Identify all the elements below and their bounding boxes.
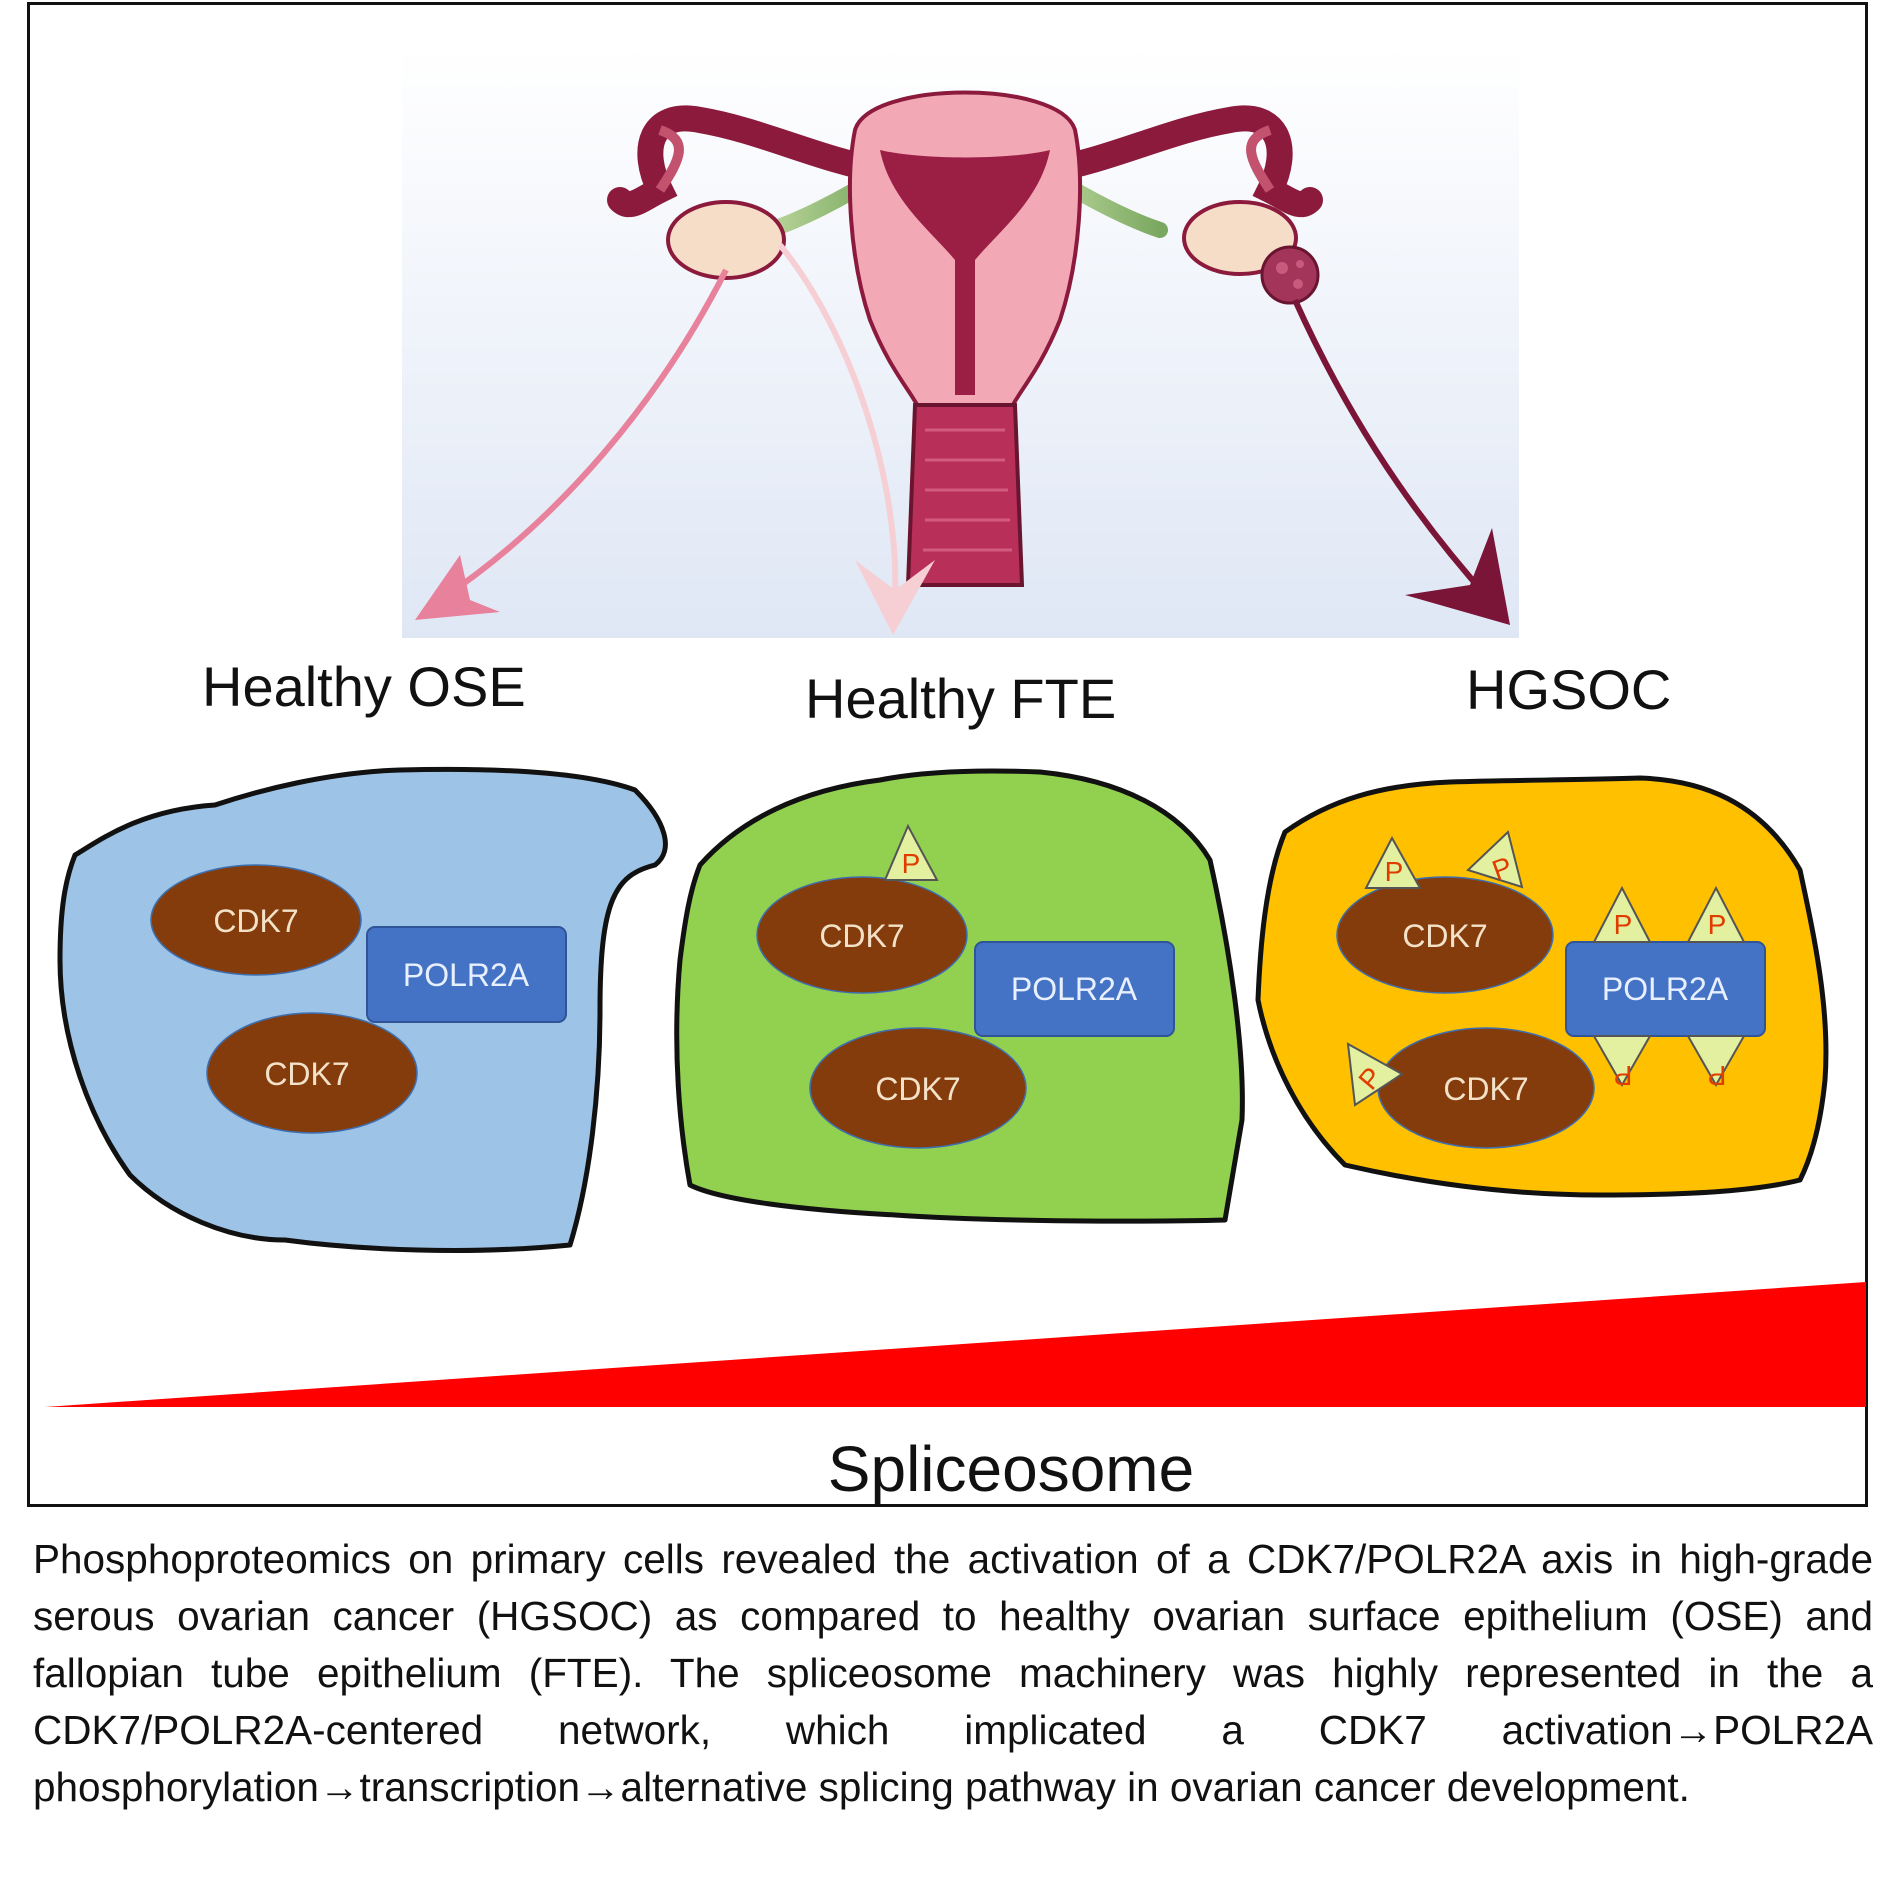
cdk7-ose-bottom bbox=[206, 1012, 418, 1134]
phospho-triangle bbox=[1686, 885, 1746, 943]
ovarian-tumor bbox=[1260, 245, 1320, 305]
label-spliceosome: Spliceosome bbox=[828, 1433, 1194, 1505]
phospho-hgsoc-polr2a-bottom-2: P bbox=[1686, 1035, 1746, 1091]
cervix-texture bbox=[923, 428, 1012, 552]
phospho-triangle bbox=[1346, 1042, 1404, 1107]
phospho-label: P bbox=[1708, 909, 1727, 940]
figure-frame bbox=[27, 2, 1868, 1507]
arrow-ose-head bbox=[415, 555, 500, 620]
cdk7-hgsoc-bottom-label: CDK7 bbox=[1443, 1071, 1528, 1107]
polr2a-ose bbox=[366, 926, 567, 1023]
right-fallopian-tube bbox=[1037, 105, 1323, 218]
phospho-label: P bbox=[902, 848, 921, 879]
left-fallopian-tube bbox=[607, 105, 893, 218]
phospho-hgsoc-polr2a-top-1: P bbox=[1592, 885, 1652, 943]
cell-ose: CDK7 CDK7 POLR2A bbox=[57, 766, 668, 1253]
phospho-hgsoc-cdk7-bottom: P bbox=[1346, 1042, 1404, 1107]
phospho-label: P bbox=[1614, 909, 1633, 940]
cdk7-hgsoc-top bbox=[1336, 876, 1554, 994]
cdk7-fte-bottom-label: CDK7 bbox=[875, 1071, 960, 1107]
spliceosome-gradient bbox=[45, 1282, 1866, 1407]
phospho-triangle bbox=[1592, 885, 1652, 943]
figure-caption: Phosphoproteomics on primary cells revea… bbox=[33, 1536, 1873, 1810]
cdk7-ose-top-label: CDK7 bbox=[213, 903, 298, 939]
cdk7-ose-bottom-label: CDK7 bbox=[264, 1056, 349, 1092]
phospho-label: P bbox=[1385, 856, 1404, 887]
polr2a-fte-label: POLR2A bbox=[1011, 971, 1138, 1007]
phospho-hgsoc-polr2a-bottom-1: P bbox=[1592, 1035, 1652, 1091]
phospho-label: P bbox=[1708, 1060, 1727, 1091]
cdk7-hgsoc-top-label: CDK7 bbox=[1402, 918, 1487, 954]
cell-ose-membrane bbox=[57, 766, 668, 1253]
phospho-triangle bbox=[1592, 1035, 1652, 1088]
ovarian-tumor-spot bbox=[1293, 279, 1303, 289]
cdk7-fte-top bbox=[756, 876, 968, 994]
label-healthy-ose: Healthy OSE bbox=[202, 655, 526, 718]
polr2a-hgsoc bbox=[1565, 941, 1766, 1037]
ovarian-tumor-spot bbox=[1276, 262, 1288, 274]
polr2a-hgsoc-label: POLR2A bbox=[1602, 971, 1729, 1007]
phospho-label: P bbox=[1614, 1060, 1633, 1091]
uterus-illustration bbox=[402, 45, 1519, 638]
cdk7-ose-top bbox=[150, 864, 362, 976]
arrow-hgsoc bbox=[1292, 298, 1493, 603]
left-ovary bbox=[666, 200, 786, 280]
arrow-fte bbox=[777, 243, 899, 601]
cell-hgsoc: CDK7 CDK7 POLR2A P P P P P P bbox=[1255, 775, 1829, 1198]
phospho-triangle bbox=[1466, 830, 1524, 889]
phospho-triangle bbox=[1364, 835, 1422, 889]
arrow-hgsoc-head bbox=[1405, 528, 1510, 625]
uterine-cavity bbox=[880, 150, 1050, 395]
label-healthy-fte: Healthy FTE bbox=[805, 667, 1116, 730]
arrow-fte-head bbox=[855, 560, 935, 635]
phospho-triangle bbox=[1686, 1035, 1746, 1088]
phospho-hgsoc-polr2a-top-2: P bbox=[1686, 885, 1746, 943]
cdk7-fte-top-label: CDK7 bbox=[819, 918, 904, 954]
label-hgsoc: HGSOC bbox=[1466, 658, 1671, 721]
right-tube-fimbria bbox=[1246, 125, 1275, 193]
cervix bbox=[905, 403, 1025, 587]
phospho-triangle bbox=[883, 823, 939, 881]
phospho-fte-cdk7: P bbox=[883, 823, 939, 881]
left-tube-fimbria bbox=[655, 125, 684, 193]
ovarian-tumor-spot bbox=[1296, 260, 1304, 268]
polr2a-ose-label: POLR2A bbox=[403, 957, 530, 993]
arrow-ose bbox=[438, 268, 729, 603]
cell-fte: CDK7 CDK7 POLR2A P bbox=[674, 768, 1245, 1224]
polr2a-fte bbox=[974, 941, 1175, 1037]
phospho-hgsoc-cdk7-top-left: P bbox=[1364, 835, 1422, 889]
cdk7-fte-bottom bbox=[809, 1027, 1027, 1149]
